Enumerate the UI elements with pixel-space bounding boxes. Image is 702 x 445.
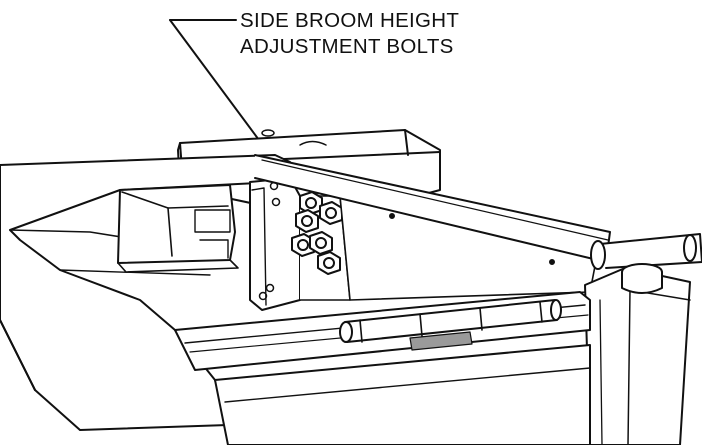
callout-label: SIDE BROOM HEIGHT ADJUSTMENT BOLTS bbox=[240, 8, 459, 60]
callout-label-line-1: SIDE BROOM HEIGHT bbox=[240, 9, 460, 32]
bolt-4 bbox=[291, 233, 315, 257]
end-bracket bbox=[584, 263, 691, 445]
bolt-3 bbox=[295, 209, 319, 233]
diagonal-tube bbox=[254, 154, 702, 270]
adjustment-bolts bbox=[291, 191, 343, 275]
bolt-6 bbox=[317, 251, 341, 275]
callout-label-line-2: ADJUSTMENT BOLTS bbox=[240, 35, 454, 58]
hinge-pin bbox=[339, 299, 562, 351]
bolt-2 bbox=[319, 201, 343, 225]
hopper-box bbox=[117, 184, 239, 273]
bolt-5 bbox=[309, 231, 333, 255]
